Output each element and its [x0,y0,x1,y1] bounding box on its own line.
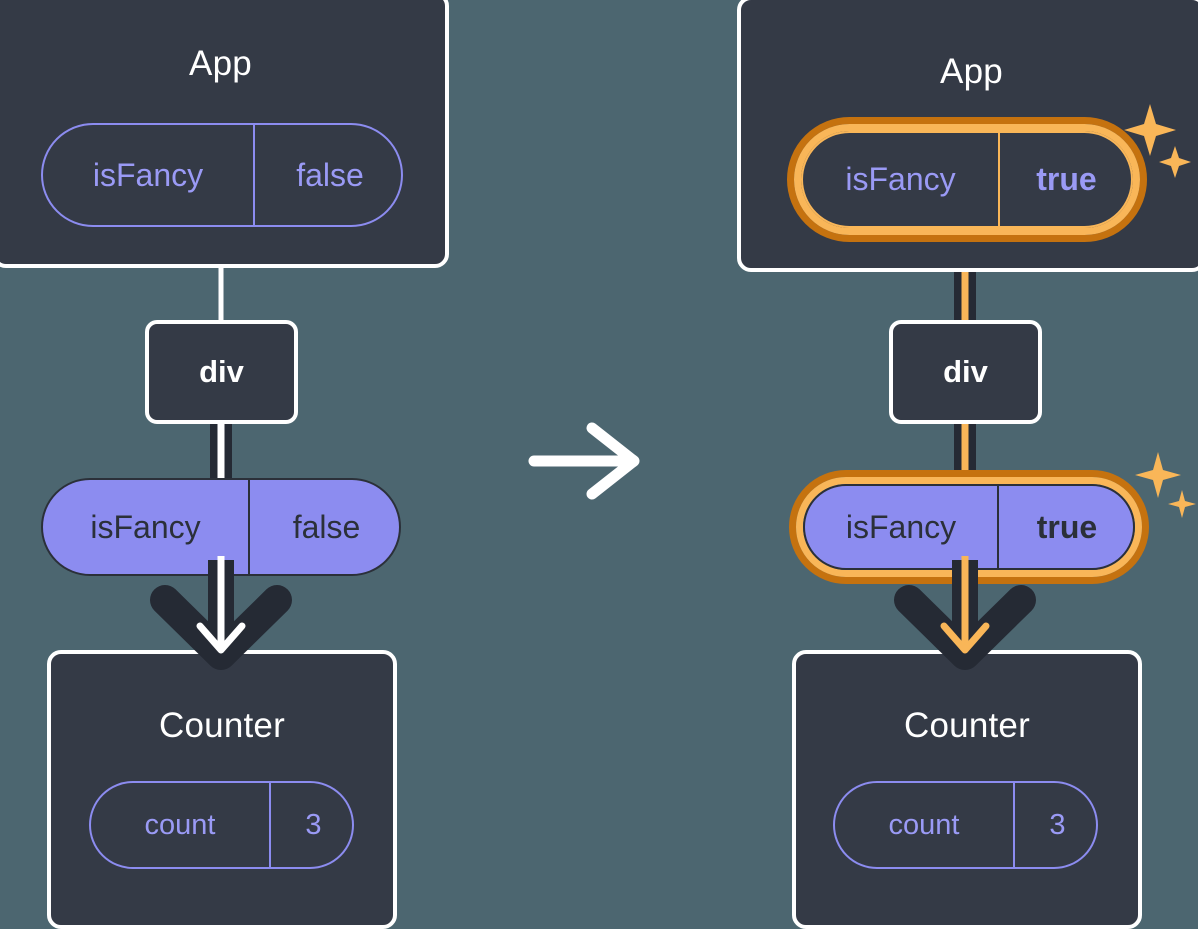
app-state-pill-value-left: false [296,156,364,193]
div-node-left: div [145,320,298,424]
sparkle-four-point-small [1168,490,1196,518]
counter-panel-title-left: Counter [159,706,285,745]
app-state-pill-value-right: true [1036,161,1097,197]
div-node-right: div [889,320,1042,424]
prop-state-pill-right[interactable]: isFancy true [803,484,1135,570]
pill-separator [997,486,999,568]
prop-state-pill-key-right: isFancy [845,508,957,545]
app-state-pill-right[interactable]: isFancy true [801,131,1133,228]
pill-separator [1013,783,1015,867]
sparkle-group-prop-right [1135,452,1196,518]
arrow-pill-to-counter-right [894,556,1036,670]
prop-state-pill-value-right: true [1036,508,1098,545]
app-state-pill-key-left: isFancy [92,156,204,193]
sparkle-group-app-right [1124,104,1191,178]
pill-separator [269,783,271,867]
counter-state-pill-left[interactable]: count 3 [89,781,354,869]
counter-state-pill-right[interactable]: count 3 [833,781,1098,869]
pill-separator [998,133,1000,226]
prop-state-pill-value-left: false [292,508,361,545]
app-state-pill-key-right: isFancy [845,161,956,197]
app-state-pill-left[interactable]: isFancy false [41,123,403,227]
pill-separator [248,480,250,574]
app-panel-title-right: App [940,52,1003,91]
pill-separator [253,125,255,225]
arrow-right-icon [528,422,640,500]
counter-panel-title-right: Counter [904,706,1030,745]
counter-state-pill-value-left: 3 [305,808,322,841]
counter-state-pill-key-right: count [888,808,960,841]
arrow-pill-to-counter-left [150,556,292,670]
sparkle-four-point-small [1159,146,1191,178]
prop-state-pill-key-left: isFancy [90,508,201,545]
counter-state-pill-key-left: count [144,808,216,841]
app-panel-title-left: App [189,44,252,83]
div-node-label-right: div [943,354,988,389]
counter-state-pill-value-right: 3 [1049,808,1066,841]
sparkle-four-point-large [1124,104,1176,156]
sparkle-four-point-large [1135,452,1181,498]
div-node-label-left: div [199,354,244,389]
